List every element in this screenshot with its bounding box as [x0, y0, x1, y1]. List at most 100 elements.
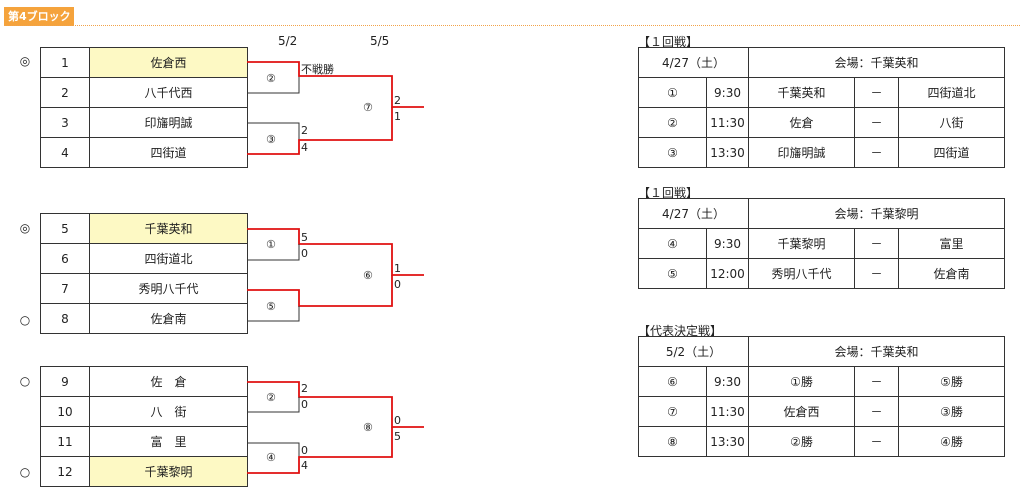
schedule-date: 4/27（土）: [638, 198, 749, 229]
match-score: 0: [394, 278, 401, 291]
home-team: 佐倉西: [748, 396, 855, 427]
schedule-date: 5/2（土）: [638, 336, 749, 367]
schedule-table-round-1-b: 4/27（土） 会場：千葉黎明 ④ 9:30 千葉黎明 － 富里 ⑤ 12:00…: [638, 198, 1005, 289]
team-name: 四街道: [89, 137, 248, 168]
match-score: 不戦勝: [301, 62, 334, 76]
home-team: 千葉英和: [748, 77, 855, 108]
away-team: ④勝: [898, 426, 1005, 457]
team-mark: ◎: [19, 221, 31, 235]
team-mark: ○: [19, 465, 31, 479]
versus-dash: －: [854, 426, 899, 457]
team-number: 1: [40, 47, 90, 78]
match-time: 13:30: [706, 426, 749, 457]
away-team: ③勝: [898, 396, 1005, 427]
match-no: ⑥: [638, 366, 707, 397]
bracket-win-line: [247, 107, 393, 155]
schedule-row: ③ 13:30 印旛明誠 － 四街道: [638, 137, 1005, 168]
match-time: 9:30: [706, 228, 749, 259]
home-team: ①勝: [748, 366, 855, 397]
match-time: 13:30: [706, 137, 749, 168]
team-name: 千葉黎明: [89, 456, 248, 487]
bracket-line: [247, 442, 300, 457]
match-no: ⑦: [638, 396, 707, 427]
match-score: 5: [394, 430, 401, 443]
team-name: 佐倉西: [89, 47, 248, 78]
team-number: 10: [40, 396, 90, 427]
match-no: ②: [638, 107, 707, 138]
team-number: 7: [40, 273, 90, 304]
bracket-win-line: [247, 228, 424, 276]
match-score: 5: [301, 231, 308, 244]
match-number: ④: [266, 451, 276, 464]
match-number: ①: [266, 238, 276, 251]
team-mark: ○: [19, 374, 31, 388]
schedule-header-row: 5/2（土） 会場：千葉英和: [638, 336, 1005, 367]
away-team: 八街: [898, 107, 1005, 138]
away-team: 四街道: [898, 137, 1005, 168]
versus-dash: －: [854, 77, 899, 108]
team-name: 四街道北: [89, 243, 248, 274]
schedule-title: 【１回戦】: [638, 186, 699, 200]
schedule-row: ⑧ 13:30 ②勝 － ④勝: [638, 426, 1005, 457]
schedule-venue: 会場：千葉黎明: [748, 198, 1005, 229]
away-team: 四街道北: [898, 77, 1005, 108]
match-time: 9:30: [706, 77, 749, 108]
team-name: 千葉英和: [89, 213, 248, 244]
match-no: ⑧: [638, 426, 707, 457]
home-team: 佐倉: [748, 107, 855, 138]
schedule-title: 【１回戦】: [638, 35, 699, 49]
match-number: ⑦: [363, 101, 373, 114]
schedule-venue: 会場：千葉英和: [748, 47, 1005, 78]
team-name: 印旛明誠: [89, 107, 248, 138]
team-number: 12: [40, 456, 90, 487]
match-score: 2: [301, 382, 308, 395]
match-score: 4: [301, 141, 308, 154]
versus-dash: －: [854, 228, 899, 259]
match-no: ⑤: [638, 258, 707, 289]
schedule-row: ② 11:30 佐倉 － 八街: [638, 107, 1005, 138]
match-number: ②: [266, 391, 276, 404]
match-no: ④: [638, 228, 707, 259]
match-time: 11:30: [706, 396, 749, 427]
tournament-bracket: ② 不戦勝 ③ 2 4 ⑦ 2 1 ① 5 0 ⑤ ⑥ 1 0 ② 2 0 ④ …: [247, 61, 424, 474]
schedule-title: 【代表決定戦】: [638, 324, 723, 338]
schedule-table-round-1-a: 4/27（土） 会場：千葉英和 ① 9:30 千葉英和 － 四街道北 ② 11:…: [638, 47, 1005, 168]
bracket-win-line: [247, 61, 424, 108]
match-score: 2: [394, 94, 401, 107]
schedule-venue: 会場：千葉英和: [748, 336, 1005, 367]
block-label: 第4ブロック: [4, 7, 74, 26]
match-time: 12:00: [706, 258, 749, 289]
team-name: 八 街: [89, 396, 248, 427]
schedule-header-row: 4/27（土） 会場：千葉黎明: [638, 198, 1005, 229]
schedule-row: ④ 9:30 千葉黎明 － 富里: [638, 228, 1005, 259]
match-number: ⑤: [266, 300, 276, 313]
match-number: ⑧: [363, 421, 373, 434]
match-score: 2: [301, 124, 308, 137]
away-team: 富里: [898, 228, 1005, 259]
home-team: 千葉黎明: [748, 228, 855, 259]
match-no: ③: [638, 137, 707, 168]
team-name: 富 里: [89, 426, 248, 457]
versus-dash: －: [854, 107, 899, 138]
schedule-row: ⑦ 11:30 佐倉西 － ③勝: [638, 396, 1005, 427]
match-score: 0: [394, 414, 401, 427]
bracket-line: [247, 397, 300, 413]
match-time: 11:30: [706, 107, 749, 138]
schedule-header-row: 4/27（土） 会場：千葉英和: [638, 47, 1005, 78]
match-score: 1: [394, 110, 401, 123]
header-divider: [4, 25, 1020, 26]
bracket-line: [247, 122, 300, 140]
team-name: 佐倉南: [89, 303, 248, 334]
match-score: 1: [394, 262, 401, 275]
match-number: ③: [266, 133, 276, 146]
round-date-2: 5/5: [370, 34, 390, 48]
bracket-win-line: [247, 427, 393, 474]
home-team: 印旛明誠: [748, 137, 855, 168]
